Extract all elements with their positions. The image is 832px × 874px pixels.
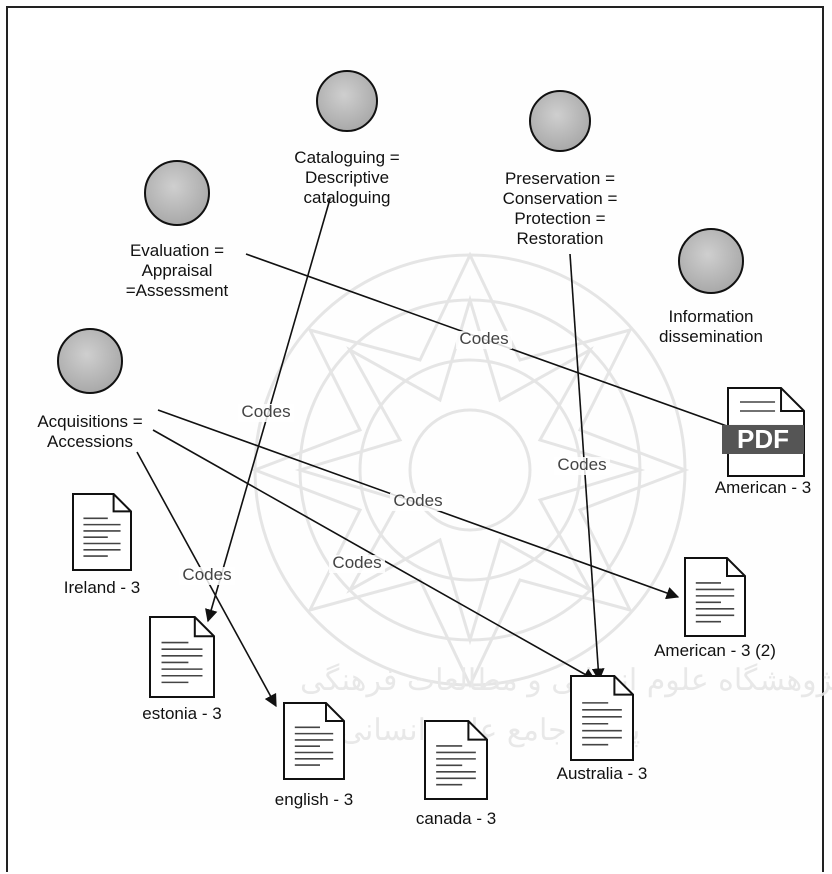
frame-border xyxy=(6,6,824,872)
document-label: American - 3 (2) xyxy=(654,641,776,660)
nodes-group: Cataloguing =DescriptivecataloguingPrese… xyxy=(37,70,811,828)
code-label-line: Acquisitions = xyxy=(37,412,142,431)
edge-label: Codes xyxy=(557,455,606,474)
code-circle-icon[interactable] xyxy=(529,90,591,152)
edge-label: Codes xyxy=(393,491,442,510)
code-label-line: Restoration xyxy=(517,229,604,248)
watermark-text-line1: پژوهشگاه علوم انسانی و مطالعات فرهنگی xyxy=(300,663,832,698)
text-file-icon[interactable] xyxy=(72,493,132,571)
pdf-badge-text: PDF xyxy=(737,424,789,454)
document-label: American - 3 xyxy=(715,478,811,497)
document-node-american-pdf[interactable]: PDF American - 3 xyxy=(715,387,811,497)
code-circle-icon[interactable] xyxy=(57,328,123,394)
edge-label-bg xyxy=(329,555,385,573)
text-file-icon[interactable] xyxy=(283,702,345,780)
text-file-icon[interactable] xyxy=(424,720,488,800)
text-file-icon[interactable] xyxy=(570,675,634,761)
document-node-canada[interactable]: canada - 3 xyxy=(416,720,496,828)
code-label-line: Cataloguing = xyxy=(294,148,399,167)
edge-label: Codes xyxy=(332,553,381,572)
code-circle-icon[interactable] xyxy=(678,228,744,294)
document-label: Australia - 3 xyxy=(557,764,648,783)
code-node-evaluation[interactable]: Evaluation =Appraisal=Assessment xyxy=(126,160,229,300)
edge-label-bg xyxy=(390,493,446,511)
text-file-icon[interactable] xyxy=(149,616,215,698)
code-label-line: Preservation = xyxy=(505,169,615,188)
code-label-line: cataloguing xyxy=(304,188,391,207)
code-node-acquisitions[interactable]: Acquisitions =Accessions xyxy=(37,328,143,451)
code-label-line: =Assessment xyxy=(126,281,229,300)
code-label-line: Conservation = xyxy=(503,189,618,208)
text-file-icon[interactable] xyxy=(684,557,746,637)
edge-label-bg xyxy=(179,567,235,585)
edge-label: Codes xyxy=(241,402,290,421)
document-label: Ireland - 3 xyxy=(64,578,141,597)
edge-label-bg xyxy=(238,404,294,422)
document-node-australia[interactable]: Australia - 3 xyxy=(557,675,648,783)
document-node-estonia[interactable]: estonia - 3 xyxy=(142,616,222,723)
code-label-line: Information xyxy=(668,307,753,326)
code-label-line: Evaluation = xyxy=(130,241,224,260)
code-circle-icon[interactable] xyxy=(144,160,210,226)
edge-label: Codes xyxy=(459,329,508,348)
code-label-line: Descriptive xyxy=(305,168,389,187)
document-node-english[interactable]: english - 3 xyxy=(275,702,353,809)
document-label: estonia - 3 xyxy=(142,704,221,723)
code-label-line: Accessions xyxy=(47,432,133,451)
code-node-preservation[interactable]: Preservation =Conservation =Protection =… xyxy=(503,90,618,248)
code-circle-icon[interactable] xyxy=(316,70,378,132)
document-label: english - 3 xyxy=(275,790,353,809)
document-node-american-2[interactable]: American - 3 (2) xyxy=(654,557,776,660)
edge-label: Codes xyxy=(182,565,231,584)
code-label-line: Appraisal xyxy=(142,261,213,280)
pdf-file-icon[interactable]: PDF xyxy=(722,387,805,477)
code-label-line: dissemination xyxy=(659,327,763,346)
code-label-line: Protection = xyxy=(514,209,605,228)
document-label: canada - 3 xyxy=(416,809,496,828)
edge-label-bg xyxy=(554,457,610,475)
edge-label-bg xyxy=(456,331,512,349)
document-node-ireland[interactable]: Ireland - 3 xyxy=(64,493,141,597)
